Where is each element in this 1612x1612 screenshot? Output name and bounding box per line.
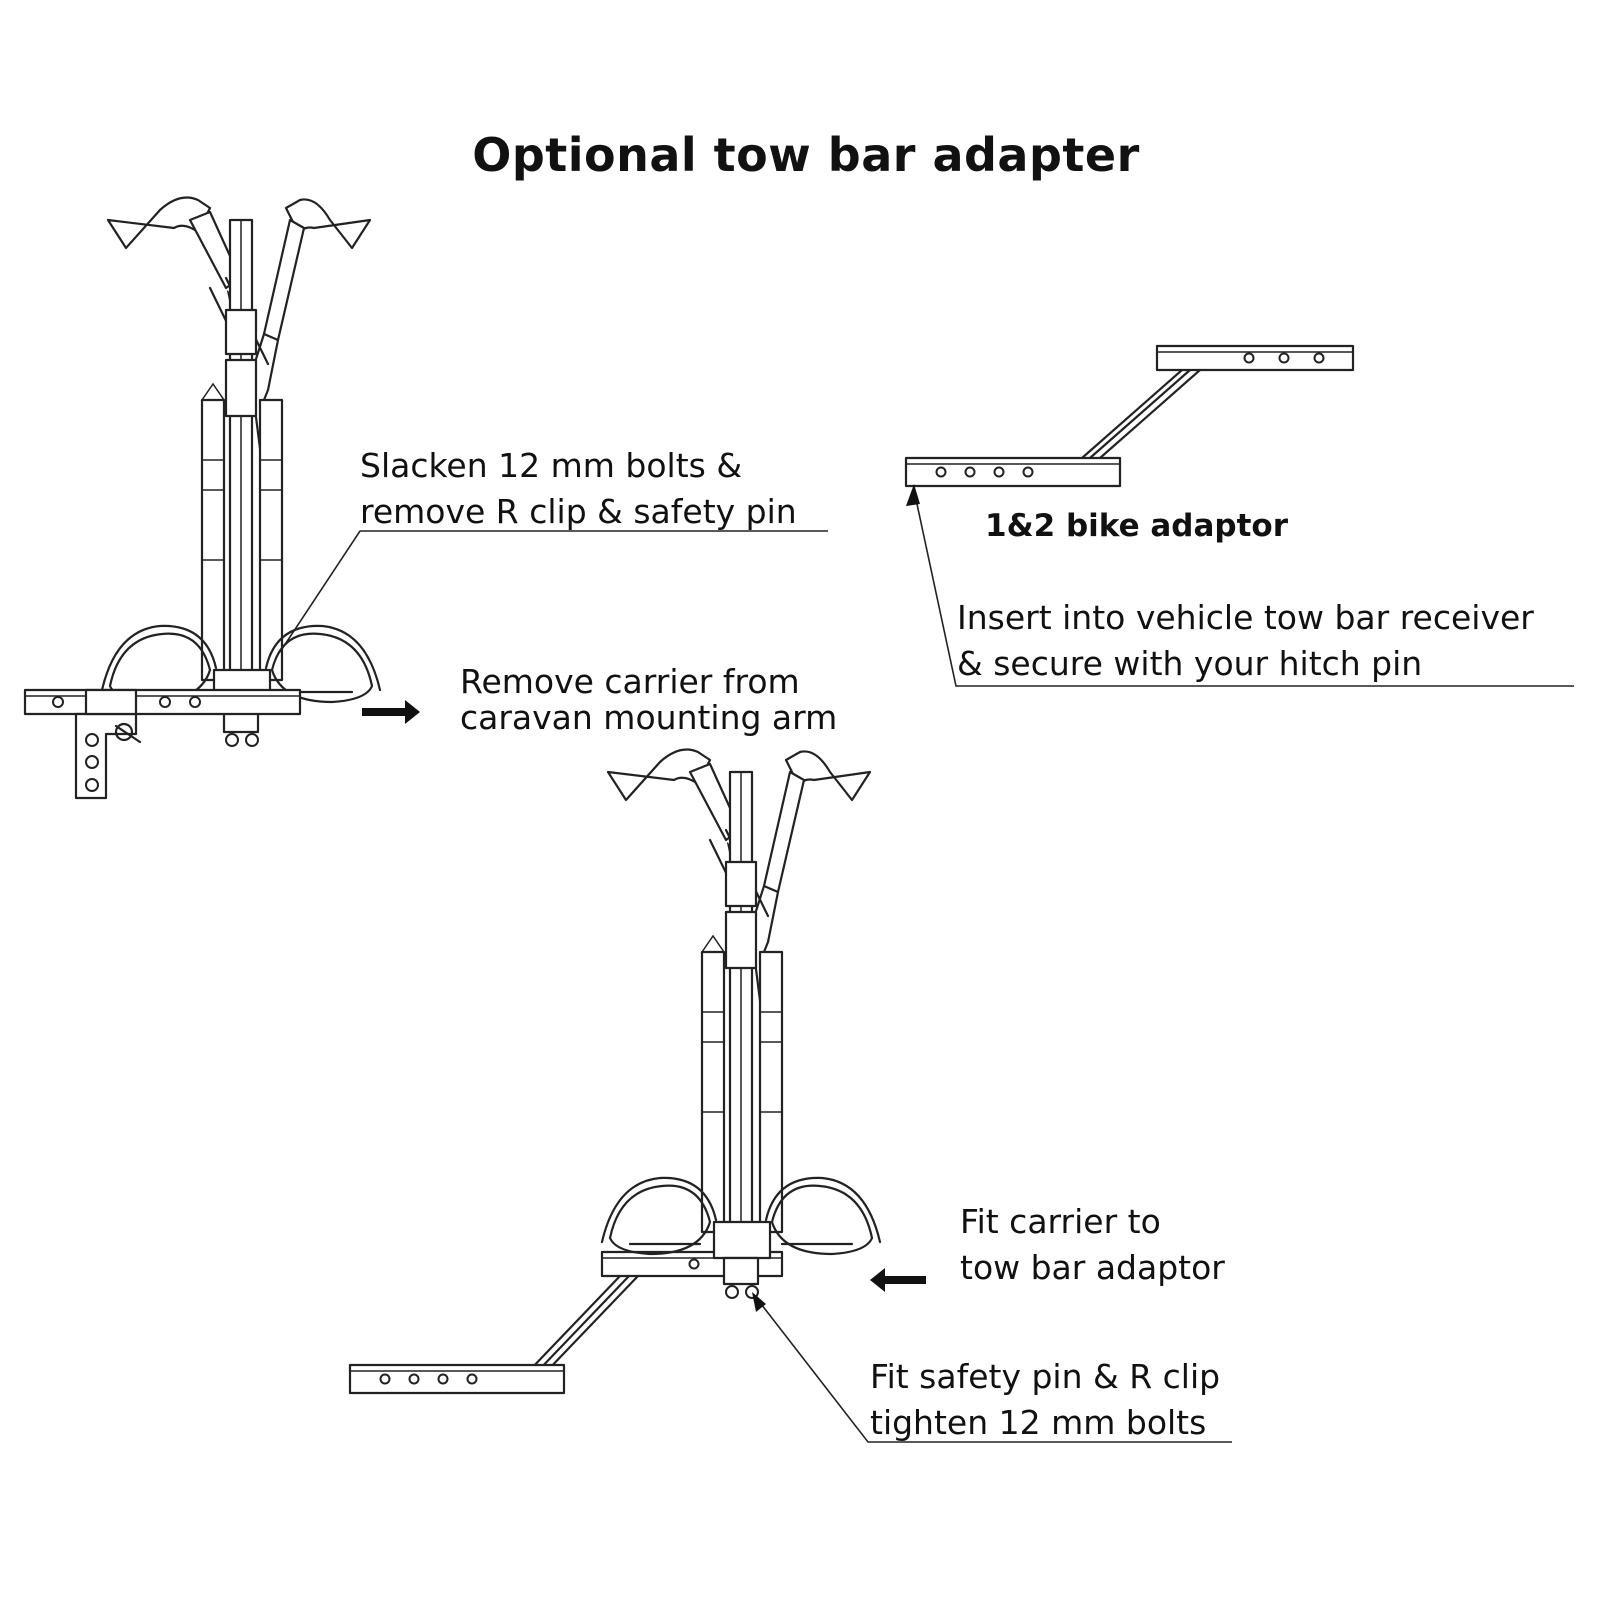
diagram-title: Optional tow bar adapter xyxy=(472,128,1140,182)
insert-line-1: Insert into vehicle tow bar receiver xyxy=(957,598,1534,637)
insert-receiver-note: Insert into vehicle tow bar receiver & s… xyxy=(957,595,1534,687)
remove-carrier-note: Remove carrier from caravan mounting arm xyxy=(460,664,837,736)
remove-line-2: caravan mounting arm xyxy=(460,698,838,737)
remove-line-1: Remove carrier from xyxy=(460,662,800,701)
fit-pin-line-1: Fit safety pin & R clip xyxy=(870,1357,1221,1396)
slacken-leader-line xyxy=(279,530,828,653)
fit-pin-line-2: tighten 12 mm bolts xyxy=(870,1403,1207,1442)
fit-pin-leader-line xyxy=(757,1299,1232,1443)
fit-carrier-note: Fit carrier to tow bar adaptor xyxy=(960,1199,1225,1291)
fit-pin-note: Fit safety pin & R clip tighten 12 mm bo… xyxy=(870,1354,1220,1446)
insert-line-2: & secure with your hitch pin xyxy=(957,644,1423,683)
slacken-line-1: Slacken 12 mm bolts & xyxy=(360,446,743,485)
fit-carrier-line-1: Fit carrier to xyxy=(960,1202,1161,1241)
insert-leader-line xyxy=(913,489,1574,687)
fit-pin-arrowhead xyxy=(752,1292,766,1312)
slacken-line-2: remove R clip & safety pin xyxy=(360,492,797,531)
tow-bar-adaptor xyxy=(904,344,1355,488)
carrier-on-tow-bar-adaptor xyxy=(348,748,882,1395)
carrier-on-caravan-arm xyxy=(23,196,382,800)
slacken-bolts-note: Slacken 12 mm bolts & remove R clip & sa… xyxy=(360,443,797,535)
insert-arrowhead xyxy=(906,484,920,506)
arrow-right-icon xyxy=(362,700,420,724)
adaptor-label: 1&2 bike adaptor xyxy=(985,508,1289,544)
fit-carrier-line-2: tow bar adaptor xyxy=(960,1248,1225,1287)
arrow-left-icon xyxy=(870,1268,926,1292)
